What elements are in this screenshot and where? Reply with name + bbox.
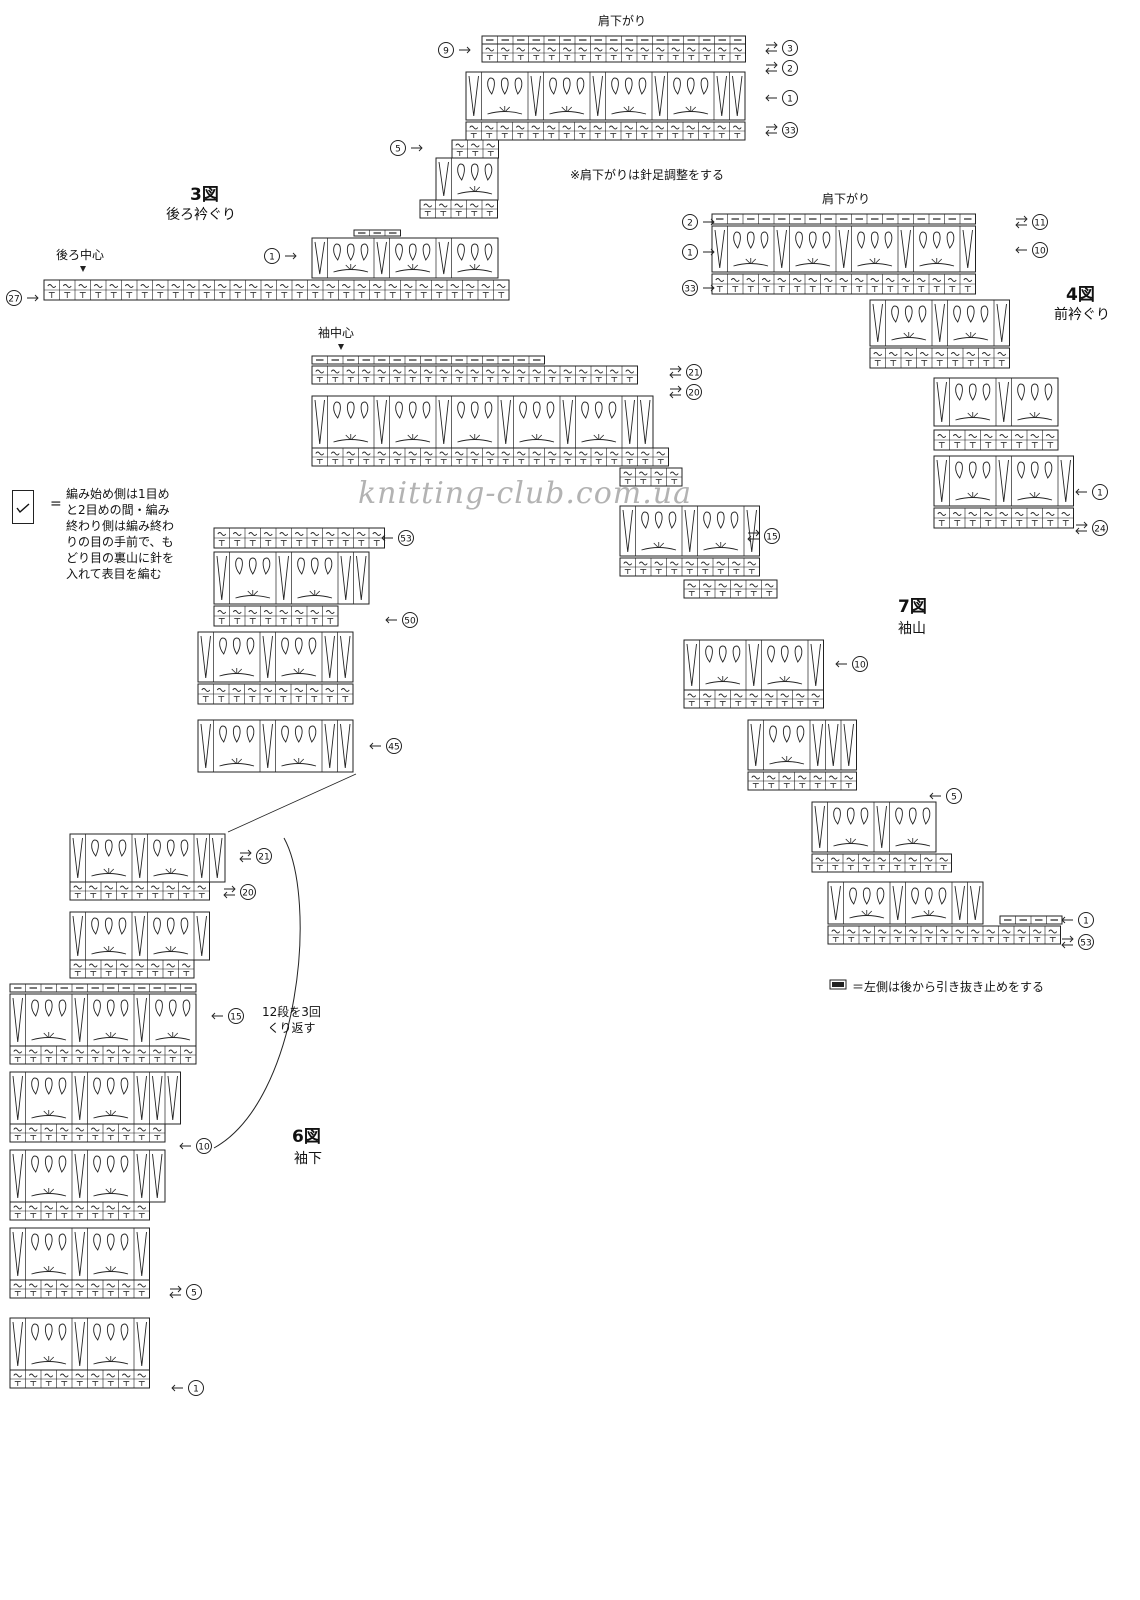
fig3-center-label: 後ろ中心	[56, 248, 105, 262]
svg-text:45: 45	[388, 743, 399, 753]
legend-equals: =	[50, 496, 62, 512]
fig6u-marker-53: 53	[381, 530, 414, 546]
fig6-marker-20: 20	[223, 884, 256, 900]
fig4-shoulder-label: 肩下がり	[822, 192, 871, 206]
fig3-shoulder-label: 肩下がり	[598, 14, 647, 28]
fig3-chart: 9 3 2 1 33 5 1 27	[6, 35, 798, 306]
fig4-marker-1: 1	[682, 244, 715, 260]
svg-text:27: 27	[8, 295, 19, 305]
svg-text:24: 24	[1094, 525, 1106, 535]
shoulder-adjust-note: ※肩下がりは針足調整をする	[570, 168, 725, 182]
repeat-note-line1: 12段を3回	[262, 1005, 321, 1019]
fig6u-marker-45: 45	[369, 738, 402, 754]
fig7-marker-5: 5	[929, 788, 962, 804]
fig7-marker-10: 10	[835, 656, 868, 672]
legend-text: 編み始め側は1目めと2目めの間・編み終わり側は編み終わりの目の手前で、もどり目の…	[66, 487, 175, 581]
svg-text:11: 11	[1034, 219, 1045, 229]
svg-text:1: 1	[787, 95, 793, 105]
fig4-marker-2: 2	[682, 214, 715, 230]
fig6-repeat-note: 12段を3回 くり返す	[262, 1004, 321, 1036]
svg-text:50: 50	[404, 617, 416, 627]
svg-text:15: 15	[766, 533, 777, 543]
fig6-marker-1: 1	[171, 1380, 204, 1396]
repeat-note-line2: くり返す	[267, 1021, 316, 1035]
fig3-marker-9: 9	[438, 42, 471, 58]
svg-text:33: 33	[784, 127, 795, 137]
fig4-marker-1: 1	[1075, 484, 1108, 500]
fig3-marker-5: 5	[390, 140, 423, 156]
fig6-number: 6図	[292, 1127, 321, 1147]
fig6-marker-21: 21	[239, 848, 272, 864]
fig6u-marker-50: 50	[385, 612, 418, 628]
fig7-center-label: 袖中心	[318, 326, 355, 340]
fig6-upper-chart: 53 50 45	[197, 527, 418, 833]
fig4-number: 4図	[1066, 285, 1095, 305]
svg-text:10: 10	[854, 661, 866, 671]
fig4-marker-33: 33	[682, 280, 715, 296]
svg-text:5: 5	[951, 793, 957, 803]
fig7-marker-21: 21	[669, 364, 702, 380]
fig6-chart: 21 20 15 10 5 1	[9, 833, 301, 1396]
svg-text:53: 53	[1080, 939, 1091, 949]
fig7-number: 7図	[898, 597, 927, 617]
fig3-marker-33: 33	[765, 122, 798, 138]
fig3-marker-1b: 1	[264, 248, 297, 264]
fig7-marker-15: 15	[747, 528, 780, 544]
fig6-name: 袖下	[294, 1151, 322, 1167]
svg-text:1: 1	[1083, 917, 1089, 927]
svg-text:10: 10	[198, 1143, 210, 1153]
svg-text:1: 1	[269, 253, 275, 263]
svg-text:3: 3	[787, 45, 793, 55]
svg-text:1: 1	[687, 249, 693, 259]
fig7-marker-1: 1	[1061, 912, 1094, 928]
fig3-marker-1: 1	[765, 90, 798, 106]
fig7-marker-20: 20	[669, 384, 702, 400]
fig3-marker-2: 2	[765, 60, 798, 76]
svg-text:10: 10	[1034, 247, 1046, 257]
fig6-marker-10: 10	[179, 1138, 212, 1154]
fig4-marker-10: 10	[1015, 242, 1048, 258]
fig3-marker-3: 3	[765, 40, 798, 56]
svg-text:33: 33	[684, 285, 695, 295]
svg-text:20: 20	[688, 389, 700, 399]
svg-text:21: 21	[258, 853, 269, 863]
fig4-marker-11: 11	[1015, 214, 1048, 230]
svg-text:21: 21	[688, 369, 699, 379]
fig6-marker-5: 5	[169, 1284, 202, 1300]
svg-text:5: 5	[395, 145, 401, 155]
svg-text:53: 53	[400, 535, 411, 545]
svg-text:2: 2	[687, 219, 693, 229]
fig7-name: 袖山	[898, 621, 926, 637]
fig3-name: 後ろ衿ぐり	[166, 207, 236, 223]
fig4-name: 前衿ぐり	[1054, 307, 1110, 323]
fig7-chart: 21 20 15 10 5 1 53	[311, 344, 1094, 990]
svg-text:5: 5	[191, 1289, 197, 1299]
fig4-marker-24: 24	[1075, 520, 1108, 536]
svg-text:15: 15	[230, 1013, 241, 1023]
bindoff-left-note: ＝左側は後から引き抜き止めをする	[852, 980, 1045, 994]
svg-text:1: 1	[193, 1385, 199, 1395]
svg-text:20: 20	[242, 889, 254, 899]
svg-text:1: 1	[1097, 489, 1103, 499]
watermark: knitting-club.com.ua	[358, 476, 692, 511]
legend-check-icon	[16, 503, 30, 514]
svg-text:2: 2	[787, 65, 793, 75]
fig3-marker-27: 27	[6, 290, 39, 306]
svg-text:9: 9	[443, 47, 449, 57]
fig6-marker-15: 15	[211, 1008, 244, 1024]
fig7-marker-53: 53	[1061, 934, 1094, 950]
legend-symbol-box	[12, 490, 34, 524]
fig3-number: 3図	[190, 185, 219, 205]
